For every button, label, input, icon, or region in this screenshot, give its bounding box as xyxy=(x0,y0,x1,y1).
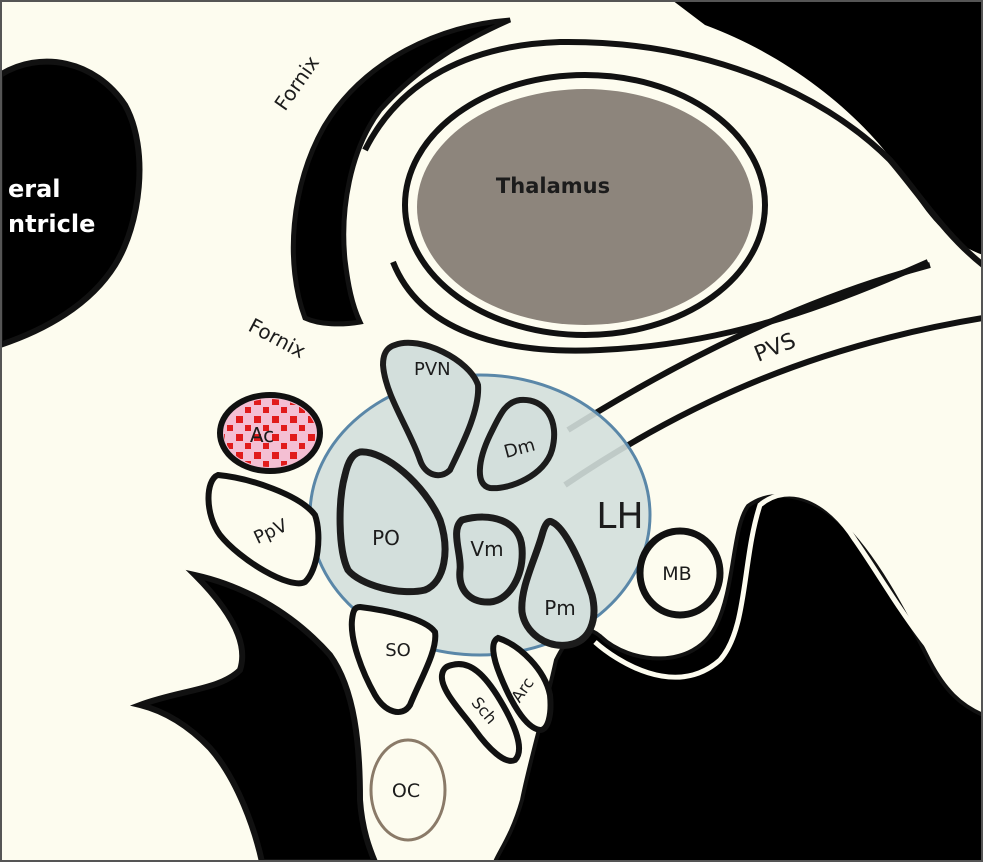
mb-label: MB xyxy=(662,563,691,585)
thalamus-fill xyxy=(417,89,753,325)
oc-label: OC xyxy=(392,780,420,802)
pm-label: Pm xyxy=(544,596,576,620)
thalamus-label: Thalamus xyxy=(496,174,610,198)
lh-label: LH xyxy=(596,496,643,537)
ac-label: Ac xyxy=(250,423,274,447)
lateral-ventricle-label-2: ntricle xyxy=(8,210,95,238)
vm-label: Vm xyxy=(470,537,503,561)
pvn-label: PVN xyxy=(414,359,451,380)
po-label: PO xyxy=(372,526,400,550)
lateral-ventricle-label-1: eral xyxy=(8,175,61,203)
so-label: SO xyxy=(385,640,411,661)
